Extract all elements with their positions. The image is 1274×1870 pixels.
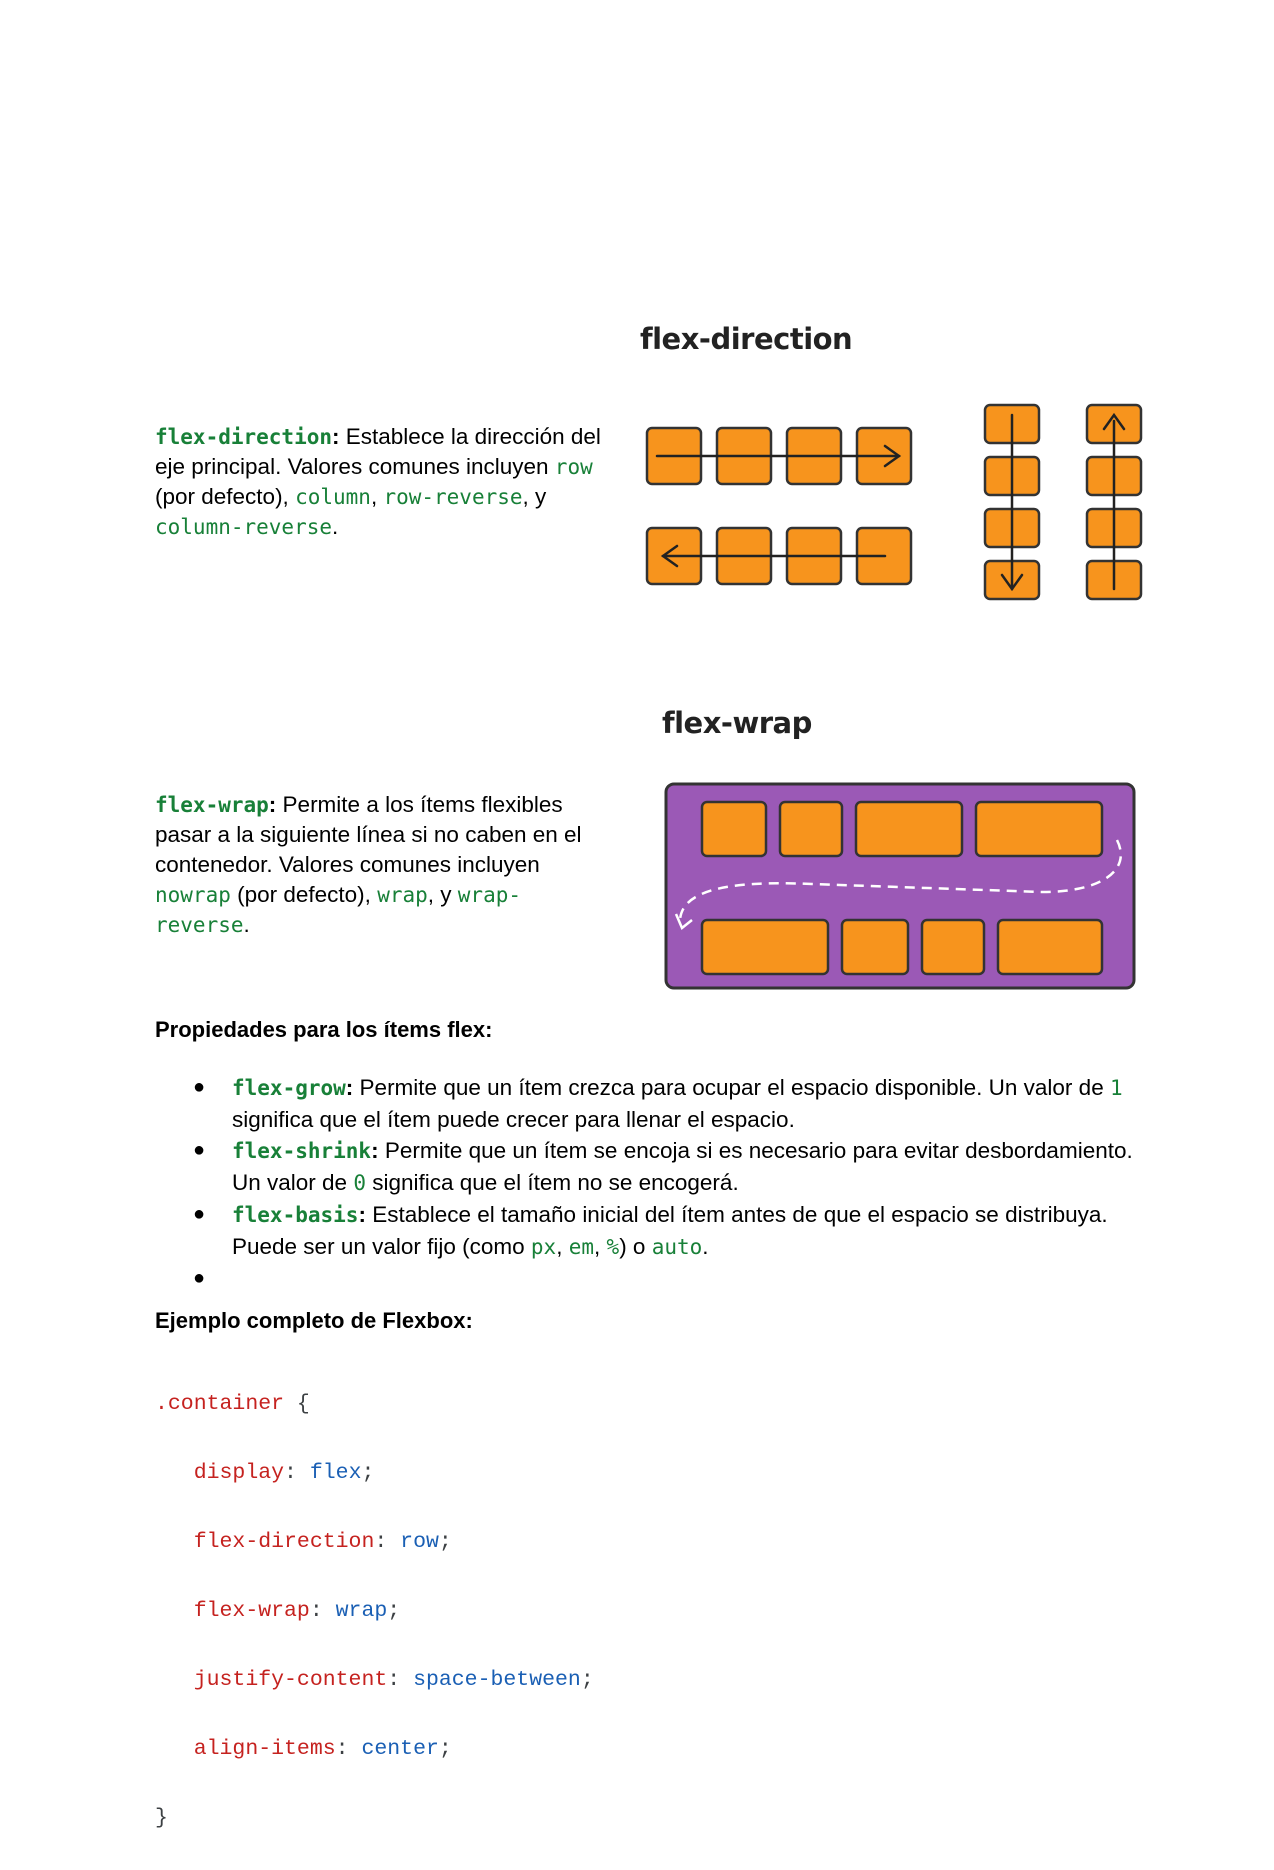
example-heading: Ejemplo completo de Flexbox: bbox=[155, 1308, 473, 1333]
code-line: } bbox=[155, 1805, 168, 1830]
flex-wrap-figure-title: flex-wrap bbox=[662, 706, 812, 740]
list-item: ● flex-grow: Permite que un ítem crezca … bbox=[193, 1075, 1123, 1132]
list-item: ● flex-shrink: Permite que un ítem se en… bbox=[193, 1138, 1133, 1195]
flex-item-properties-list: ● flex-grow: Permite que un ítem crezca … bbox=[155, 1072, 1155, 1294]
flex-basis-term: flex-basis bbox=[232, 1203, 359, 1227]
flex-shrink-term: flex-shrink bbox=[232, 1139, 372, 1163]
list-item-empty: ● bbox=[193, 1267, 206, 1289]
items-properties-heading: Propiedades para los ítems flex: bbox=[155, 1017, 493, 1042]
flex-direction-description: flex-direction: Establece la dirección d… bbox=[155, 424, 601, 539]
flex-direction-figure-title: flex-direction bbox=[640, 322, 853, 356]
flex-wrap-illustration bbox=[664, 782, 1136, 990]
flex-wrap-description: flex-wrap: Permite a los ítems flexibles… bbox=[155, 792, 582, 937]
flex-direction-illustration bbox=[645, 403, 1143, 601]
code-line: flex-direction: row; bbox=[193, 1529, 452, 1554]
code-line: display: flex; bbox=[193, 1460, 375, 1485]
flex-direction-term: flex-direction bbox=[155, 425, 333, 449]
code-line: flex-wrap: wrap; bbox=[193, 1598, 401, 1623]
list-item: ● flex-basis: Establece el tamaño inicia… bbox=[193, 1202, 1108, 1259]
code-line: align-items: center; bbox=[193, 1736, 452, 1761]
code-line: justify-content: space-between; bbox=[193, 1667, 594, 1692]
css-code-block: .container { display: flex; flex-directi… bbox=[155, 1352, 594, 1870]
flex-grow-term: flex-grow bbox=[232, 1076, 346, 1100]
code-line: .container { bbox=[155, 1391, 310, 1416]
flex-wrap-term: flex-wrap bbox=[155, 793, 269, 817]
